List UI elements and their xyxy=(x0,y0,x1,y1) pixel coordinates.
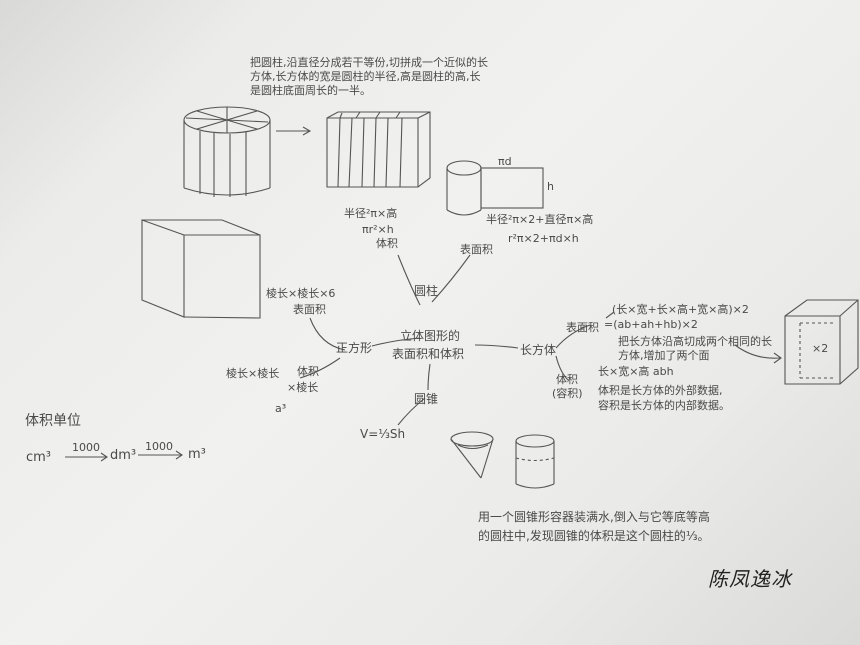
rearranged-cuboid-drawing xyxy=(326,111,431,188)
cuboid-surface-tag: 表面积 xyxy=(566,321,599,334)
cube-surface-tag: 表面积 xyxy=(293,303,326,316)
cylinder-transform-note: 把圆柱,沿直径分成若干等份,切拼成一个近似的长方体,长方体的宽是圆柱的半径,高是… xyxy=(250,56,488,97)
cube-volume-formula: 棱长×棱长 xyxy=(226,367,280,380)
times-two-label: ×2 xyxy=(812,342,829,355)
cone-node: 圆锥 xyxy=(414,392,439,406)
cylinder-surface-tag: 表面积 xyxy=(460,243,493,256)
unit-arrows xyxy=(65,450,183,462)
cylinder-surface-formula: 半径²π×2+直径π×高 xyxy=(486,213,594,226)
cylinder-node: 圆柱 xyxy=(414,284,439,298)
cone-drawing xyxy=(450,431,494,479)
cube-drawing xyxy=(141,219,261,319)
volume-units-title: 体积单位 xyxy=(25,413,81,429)
cuboid-volume-note-1: 体积是长方体的外部数据, xyxy=(598,384,723,397)
cone-volume-formula: V=⅓Sh xyxy=(360,427,406,441)
a-cubed-label: a³ xyxy=(275,402,287,415)
cuboid-cut-note: 把长方体沿高切成两个相同的长方体,增加了两个面 xyxy=(618,335,772,362)
cylinder-volume-formula: 半径²π×高 xyxy=(344,207,398,220)
unit-dm3: dm³ xyxy=(110,448,137,463)
unit-rate-cm-dm: 1000 xyxy=(72,441,100,454)
unit-m3: m³ xyxy=(188,447,206,462)
cone-experiment-note: 用一个圆锥形容器装满水,倒入与它等底等高的圆柱中,发现圆锥的体积是这个圆柱的⅓。 xyxy=(478,510,710,543)
cube-surface-formula: 棱长×棱长×6 xyxy=(266,287,336,300)
sliced-cylinder-drawing xyxy=(183,106,271,197)
cuboid-volume-tag: 体积 xyxy=(556,373,578,386)
mind-map-connectors xyxy=(299,254,782,426)
author-signature: 陈凤逸冰 xyxy=(708,567,792,591)
cylinder-net-drawing xyxy=(446,160,544,216)
cuboid-cut-drawing xyxy=(784,299,859,385)
unit-cm3: cm³ xyxy=(26,450,52,465)
cuboid-volume-formula: 长×宽×高 abh xyxy=(598,365,674,378)
cuboid-surface-formula: (长×宽+长×高+宽×高)×2 xyxy=(612,303,749,316)
cube-volume-formula-cont: ×棱长 xyxy=(287,381,319,394)
cuboid-volume-note-2: 容积是长方体的内部数据。 xyxy=(598,399,730,412)
center-topic-line2: 表面积和体积 xyxy=(392,347,465,361)
height-label: h xyxy=(547,180,554,193)
cuboid-node: 长方体 xyxy=(520,343,557,357)
center-topic-line1: 立体图形的 xyxy=(400,329,461,343)
cuboid-surface-formula-symbolic: =(ab+ah+hb)×2 xyxy=(604,318,698,331)
cube-volume-tag: 体积 xyxy=(297,365,319,378)
cylinder-volume-formula-symbolic: πr²×h xyxy=(362,223,394,236)
cylinder-surface-formula-symbolic: r²π×2+πd×h xyxy=(508,232,579,245)
cuboid-capacity-tag: (容积) xyxy=(552,387,583,400)
cylinder-volume-tag: 体积 xyxy=(376,237,398,250)
cube-node: 正方形 xyxy=(336,341,373,355)
water-cylinder-drawing xyxy=(515,434,555,489)
pi-d-label: πd xyxy=(498,155,512,168)
unit-rate-dm-m: 1000 xyxy=(145,440,173,453)
